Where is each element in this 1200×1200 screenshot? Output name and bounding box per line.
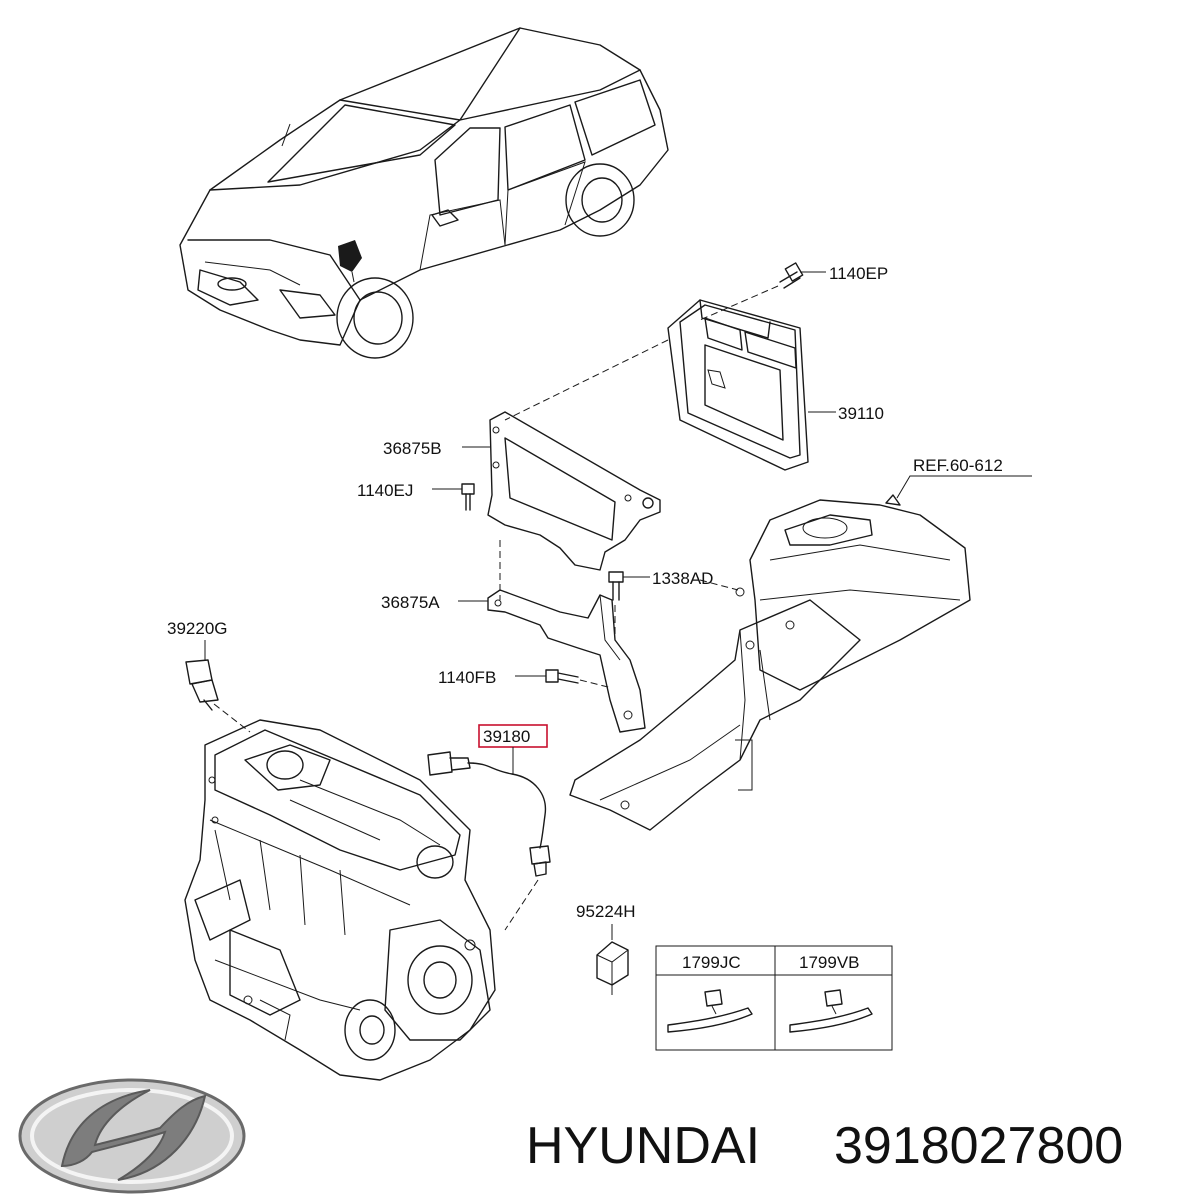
nut-1338ad: 1338AD	[499, 540, 713, 640]
ecu-39110: 39110	[504, 299, 884, 471]
body-structure-ref: REF.60-612	[569, 456, 1032, 831]
knock-sensor-39180: 39180	[427, 724, 551, 931]
hyundai-logo-icon	[18, 1078, 246, 1194]
label-39220g: 39220G	[167, 619, 228, 638]
bolt-1140fb: 1140FB	[438, 668, 613, 689]
bracket-36875b: 36875B	[383, 411, 661, 571]
label-39110: 39110	[838, 404, 884, 423]
bracket-36875a: 36875A	[381, 589, 646, 733]
label-36875b: 36875B	[383, 439, 442, 458]
clip-table: 1799JC 1799VB	[655, 945, 893, 1051]
engine-block	[184, 719, 496, 1081]
bolt-1140ep: 1140EP	[699, 262, 888, 321]
bolt-1140ej: 1140EJ	[357, 481, 475, 511]
label-ref-60-612: REF.60-612	[913, 456, 1003, 475]
label-1140fb: 1140FB	[438, 668, 496, 687]
label-1338ad: 1338AD	[652, 569, 713, 588]
part-number: 3918027800	[834, 1117, 1123, 1175]
label-1799jc: 1799JC	[682, 953, 741, 972]
label-95224h: 95224H	[576, 902, 636, 921]
label-1140ep: 1140EP	[829, 264, 888, 283]
brand-name: HYUNDAI	[526, 1117, 760, 1175]
sensor-39220g: 39220G	[167, 619, 251, 733]
vehicle-illustration	[179, 27, 669, 359]
label-39180: 39180	[483, 727, 530, 746]
label-1799vb: 1799VB	[799, 953, 860, 972]
label-1140ej: 1140EJ	[357, 481, 413, 500]
label-36875a: 36875A	[381, 593, 440, 612]
relay-95224h: 95224H	[576, 902, 636, 995]
